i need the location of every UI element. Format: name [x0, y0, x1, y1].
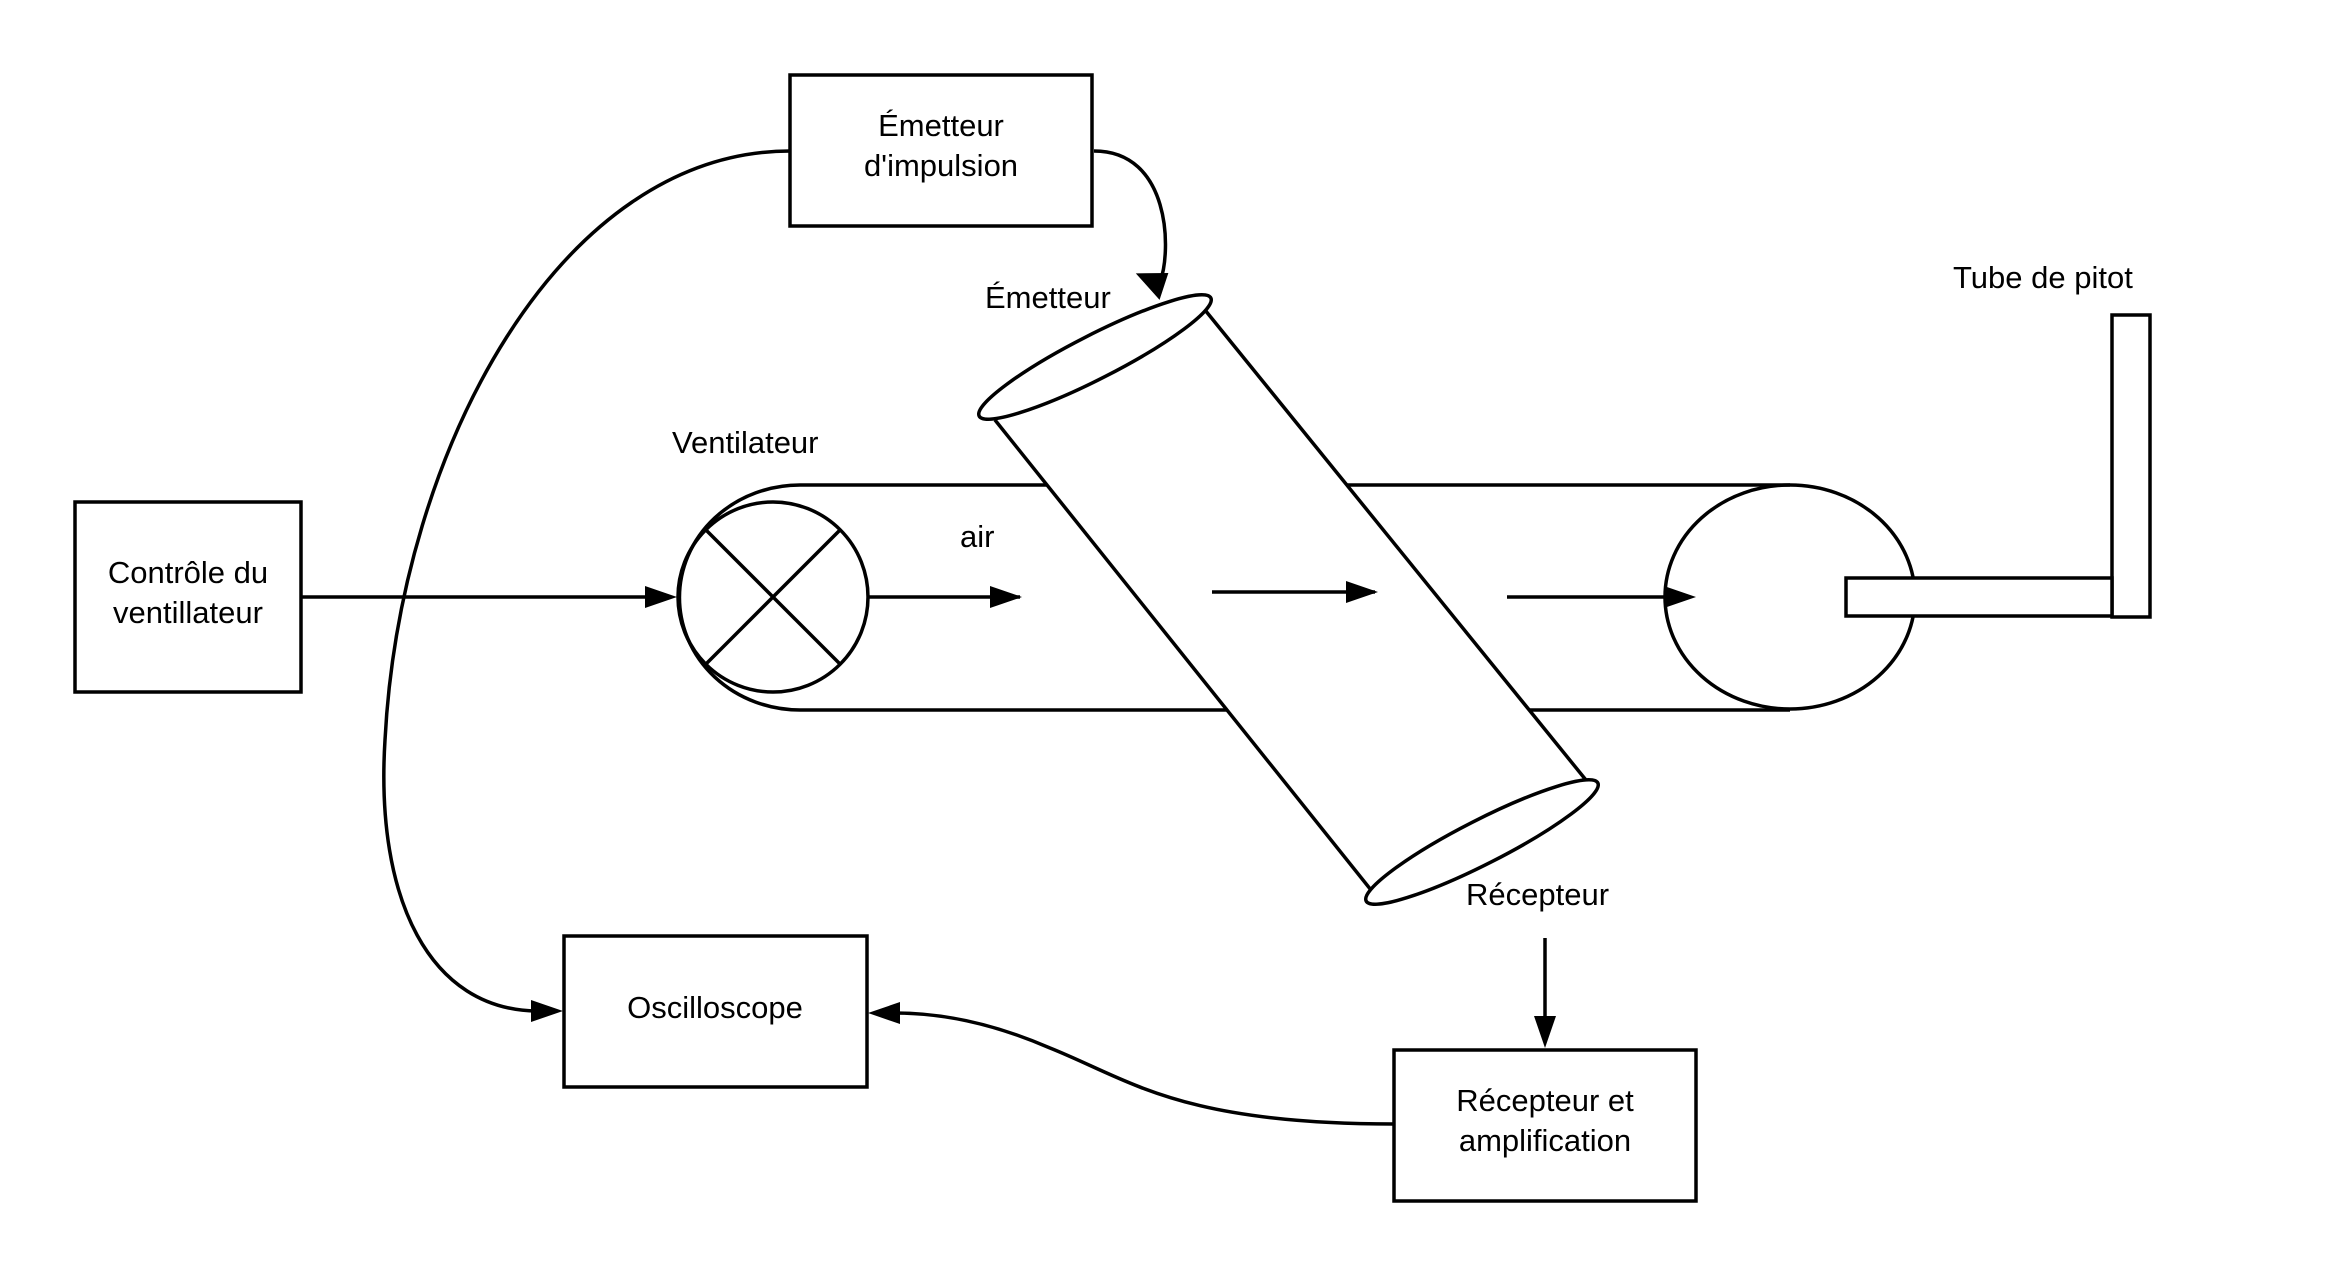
- air-label: air: [960, 519, 994, 554]
- fan-control-line1: Contrôle du: [108, 555, 268, 590]
- fan-label: Ventilateur: [672, 425, 819, 460]
- pitot-tube: [1844, 313, 2152, 619]
- connectors: [301, 149, 1556, 1126]
- fan: [676, 500, 870, 694]
- receiver-amp-line2: amplification: [1459, 1123, 1631, 1158]
- receiver-amp-box: Récepteur et amplification: [1392, 1048, 1698, 1203]
- air-flow-arrows: [868, 581, 1696, 608]
- oscilloscope-box: Oscilloscope: [562, 934, 869, 1089]
- transducer-tube: [976, 293, 1601, 906]
- emitter-pulse-line1: Émetteur: [878, 108, 1004, 143]
- pitot-label: Tube de pitot: [1953, 260, 2133, 295]
- oscilloscope-label: Oscilloscope: [627, 990, 803, 1025]
- emitter-transducer: [976, 293, 1214, 421]
- receiver-amp-line1: Récepteur et: [1456, 1083, 1634, 1118]
- receiver-label: Récepteur: [1466, 877, 1609, 912]
- receiver-transducer: [1363, 778, 1601, 906]
- fan-control-line2: ventillateur: [113, 595, 263, 630]
- emitter-label: Émetteur: [985, 280, 1111, 315]
- emitter-pulse-line2: d'impulsion: [864, 148, 1018, 183]
- fan-control-box: Contrôle du ventillateur: [73, 500, 303, 694]
- emitter-pulse-box: Émetteur d'impulsion: [788, 73, 1094, 228]
